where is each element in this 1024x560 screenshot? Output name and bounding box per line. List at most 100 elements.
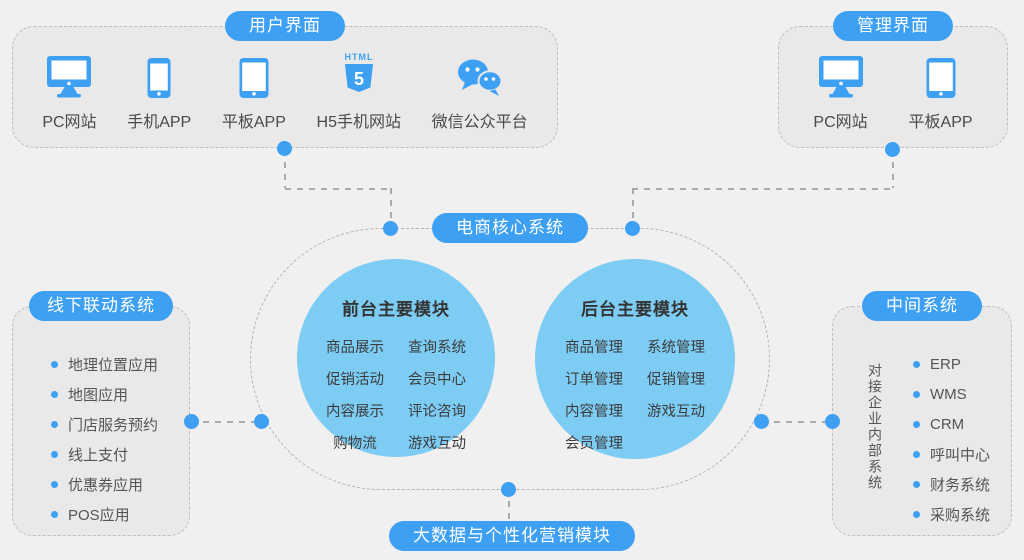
list-item: CRM: [913, 409, 990, 439]
svg-text:HTML: HTML: [344, 52, 373, 62]
connector-middle-horizontal: [762, 421, 832, 423]
device-label: 微信公众平台: [431, 114, 528, 131]
connector-user-horizontal: [285, 188, 391, 190]
node-dot-middle-panel: [825, 414, 840, 429]
connector-offline-horizontal: [191, 421, 262, 423]
device-tablet-app: 平板APP: [909, 49, 973, 132]
html5-icon: HTML 5: [339, 49, 379, 99]
backend-modules-title: 后台主要模块: [581, 300, 689, 319]
bullet-icon: [51, 420, 58, 428]
user-interface-panel-title: 用户界面: [225, 11, 345, 41]
device-pc-website: PC网站: [42, 49, 97, 132]
connector-admin-vertical-1: [892, 150, 894, 188]
smartphone-icon: [147, 49, 171, 99]
device-label: 手机APP: [127, 114, 192, 131]
node-dot-core-left: [254, 414, 269, 429]
desktop-icon: [818, 49, 864, 99]
middle-system-panel-title: 中间系统: [862, 291, 982, 321]
module-item: 会员中心: [408, 372, 466, 388]
frontend-modules-circle: 前台主要模块 商品展示 查询系统 促销活动 会员中心 内容展示 评论咨询 购物流…: [297, 259, 495, 457]
desktop-icon: [46, 49, 92, 99]
module-item: 查询系统: [408, 340, 466, 356]
device-mobile-app: 手机APP: [127, 49, 191, 132]
admin-device-row: PC网站 平板APP: [779, 49, 1007, 132]
list-item: 地理位置应用: [51, 349, 158, 379]
module-item: 游戏互动: [647, 404, 705, 420]
middle-system-vertical-label: 对接企业内部系统: [867, 363, 883, 491]
node-dot-core-bottom: [501, 482, 516, 497]
module-item: 商品管理: [565, 340, 623, 356]
bigdata-module-title: 大数据与个性化营销模块: [389, 521, 635, 551]
bullet-icon: [913, 390, 920, 398]
connector-user-vertical-1: [284, 150, 286, 188]
connector-admin-horizontal: [632, 188, 892, 190]
node-dot-user-panel: [277, 141, 292, 156]
device-tablet-app: 平板APP: [222, 49, 286, 132]
frontend-modules-title: 前台主要模块: [342, 300, 450, 319]
list-item: 线上支付: [51, 439, 158, 469]
list-item: 采购系统: [913, 499, 990, 529]
bullet-icon: [51, 390, 58, 398]
module-item: 会员管理: [565, 436, 623, 452]
device-label: PC网站: [813, 114, 868, 131]
device-pc-website: PC网站: [813, 49, 868, 132]
tablet-icon: [926, 49, 956, 99]
module-item: 购物流: [333, 436, 377, 452]
user-device-row: PC网站 手机APP: [13, 49, 557, 132]
wechat-icon: [456, 49, 504, 99]
middle-system-panel: 中间系统 对接企业内部系统 ERP WMS CRM 呼叫中心 财务系统 采购系统: [832, 291, 1012, 536]
user-interface-panel: 用户界面 PC网站: [12, 11, 558, 148]
module-item: 促销管理: [647, 372, 705, 388]
module-item: 内容展示: [326, 404, 384, 420]
connector-admin-vertical-2: [632, 188, 634, 228]
node-dot-admin-panel: [885, 142, 900, 157]
bullet-icon: [51, 360, 58, 368]
bullet-icon: [913, 510, 920, 518]
node-dot-core-top-left: [383, 221, 398, 236]
node-dot-core-top-right: [625, 221, 640, 236]
device-wechat-platform: 微信公众平台: [432, 49, 528, 132]
node-dot-core-right: [754, 414, 769, 429]
list-item: 财务系统: [913, 469, 990, 499]
tablet-icon: [239, 49, 269, 99]
module-item: 游戏互动: [408, 436, 466, 452]
bullet-icon: [51, 480, 58, 488]
backend-modules-circle: 后台主要模块 商品管理 系统管理 订单管理 促销管理 内容管理 游戏互动 会员管…: [535, 259, 735, 459]
admin-interface-panel: 管理界面 PC网站: [778, 11, 1008, 148]
connector-user-vertical-2: [390, 188, 392, 228]
backend-modules-grid: 商品管理 系统管理 订单管理 促销管理 内容管理 游戏互动 会员管理: [535, 336, 735, 453]
list-item: 优惠券应用: [51, 469, 158, 499]
module-item: 商品展示: [326, 340, 384, 356]
module-item: 促销活动: [326, 372, 384, 388]
list-item: 呼叫中心: [913, 439, 990, 469]
device-label: 平板APP: [908, 114, 973, 131]
bullet-icon: [913, 480, 920, 488]
module-item: 订单管理: [565, 372, 623, 388]
device-label: 平板APP: [221, 114, 286, 131]
module-item: 系统管理: [647, 340, 705, 356]
offline-linkage-panel: 线下联动系统 地理位置应用 地图应用 门店服务预约 线上支付 优惠券应用 POS…: [12, 291, 190, 536]
bullet-icon: [51, 510, 58, 518]
device-label: PC网站: [42, 114, 97, 131]
module-item: 内容管理: [565, 404, 623, 420]
bullet-icon: [913, 450, 920, 458]
list-item: ERP: [913, 349, 990, 379]
middle-system-list: ERP WMS CRM 呼叫中心 财务系统 采购系统: [913, 349, 990, 529]
device-label: H5手机网站: [316, 114, 401, 131]
module-item: 评论咨询: [408, 404, 466, 420]
connector-bigdata-vertical: [508, 489, 510, 522]
offline-linkage-list: 地理位置应用 地图应用 门店服务预约 线上支付 优惠券应用 POS应用: [51, 349, 158, 529]
core-system-title: 电商核心系统: [432, 213, 588, 243]
list-item: 门店服务预约: [51, 409, 158, 439]
node-dot-offline-panel: [184, 414, 199, 429]
bullet-icon: [51, 450, 58, 458]
frontend-modules-grid: 商品展示 查询系统 促销活动 会员中心 内容展示 评论咨询 购物流 游戏互动: [297, 336, 495, 453]
bullet-icon: [913, 420, 920, 428]
list-item: 地图应用: [51, 379, 158, 409]
list-item: POS应用: [51, 499, 158, 529]
bullet-icon: [913, 360, 920, 368]
offline-linkage-panel-title: 线下联动系统: [29, 291, 173, 321]
admin-interface-panel-title: 管理界面: [833, 11, 953, 41]
device-h5-website: HTML 5 H5手机网站: [317, 49, 401, 132]
svg-text:5: 5: [354, 69, 364, 89]
